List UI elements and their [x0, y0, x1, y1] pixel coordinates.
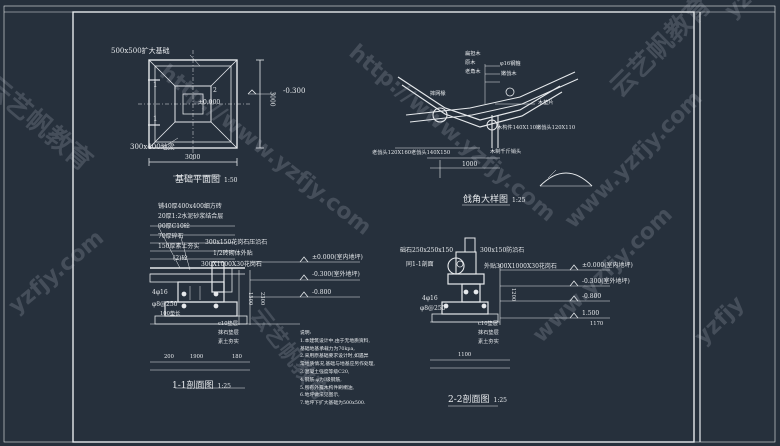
s2-coping-label: 300x150防沿石: [480, 247, 525, 254]
section-1-1: [149, 225, 360, 389]
note-line: 6.地坪做法见图示,: [300, 393, 340, 399]
plan-section-mark: 1: [153, 115, 158, 123]
s2-elev-low: -0.800: [582, 293, 602, 300]
s1-rebar: 4φ16: [152, 289, 168, 296]
plan-elev-label: -0.300: [283, 87, 306, 95]
s2-mark-label: 同1-1剖面: [406, 261, 434, 268]
s1-layer2: 抹石垫层: [218, 330, 239, 336]
foundation-plan: [138, 50, 276, 177]
detail-label: 老戗头120X160老戗头140X150: [372, 150, 451, 156]
s2-layer3: 素土夯实: [478, 339, 499, 345]
s1-layer-label: 20厚1:2水泥砂浆结合层: [158, 213, 224, 220]
note-line: 说明:: [300, 331, 312, 336]
s1-dim: 1900: [190, 354, 204, 360]
detail-label: 老角木: [465, 69, 481, 75]
s1-dim: 180: [232, 354, 242, 360]
s1-coping-label: 300x150花岗石压沿石: [205, 239, 268, 246]
s1-cladding-label: 300X1000X30花岗石: [201, 261, 262, 268]
plan-section-mark-2: 2: [213, 87, 217, 94]
detail-label: φ16钢箍: [500, 61, 521, 67]
s2-pile: c10垫层: [478, 321, 498, 327]
s1-dim: 200: [164, 354, 174, 360]
note-line: 2.采用原基础要求设计时,如遇异: [300, 354, 369, 360]
detail-label: 摔网椽: [430, 91, 446, 97]
s1-elev-in: ±0.000(室内地坪): [312, 254, 363, 261]
s2-dim: 1200: [510, 288, 517, 302]
s1-wall-label: 1/2砖砌体外贴: [213, 250, 253, 257]
s1-elev-out: -0.300(室外地坪): [312, 271, 360, 278]
plan-height-dim: 3000: [268, 91, 276, 107]
section-2-2: [430, 237, 610, 407]
s1-elev-low: -0.800: [312, 289, 332, 296]
detail-label: 木构件140X110嫩戗头120X110: [497, 125, 576, 131]
s1-dim: 2300: [259, 292, 266, 306]
s1-layer-label: 铺40厚400x400细方砖: [158, 203, 222, 210]
design-notes: 说明: 1.本建筑设计中,由于无地质资料, 基础地基承载力为70kpa, 2.采…: [300, 331, 410, 410]
note-line: 4.钢筋:φ为I级钢筋,: [300, 377, 342, 383]
s2-elev-top: 1.500: [582, 310, 600, 317]
note-line: 5.所有外露木构件刷桐油,: [300, 385, 355, 391]
s2-elev-out: -0.300(室外地坪): [582, 278, 630, 285]
s2-cap-label: 础石250x250x150: [400, 247, 454, 254]
note-line: 1.本建筑设计中,由于无地质资料,: [300, 338, 370, 344]
s2-elev-in: ±0.000(室内地坪): [582, 262, 633, 269]
detail-label: 嫩戗木: [501, 71, 517, 77]
s1-pile: c10垫层: [218, 321, 238, 327]
s1-stirrup: φ8@250: [152, 301, 178, 308]
s1-layer3: 素土夯实: [218, 339, 239, 345]
s2-dim: 1170: [590, 321, 604, 327]
plan-origin-label: ±0.000: [198, 99, 221, 106]
s2-rebar: 4φ16: [422, 295, 438, 302]
detail-label: 木制千斤销头: [490, 149, 522, 155]
s2-dim: 1100: [458, 352, 472, 358]
detail-label: 扁担木: [465, 51, 481, 57]
s2-cladding-label: 外贴300X1000X30花岗石: [484, 263, 557, 270]
s1-dim: 1500: [247, 292, 254, 306]
plan-width-dim: 3000: [185, 154, 201, 161]
note-line: 常地质情况,基础与地基应另作处理,: [300, 362, 376, 368]
note-line: 3.混凝土强度等级C20,: [300, 369, 350, 375]
s1-layer-label: 90厚C10砼: [158, 223, 190, 230]
s1-layer-label: (2)砼: [173, 255, 188, 262]
s1-layer-label: 70厚碎石: [158, 233, 184, 240]
detail-label: 原木: [465, 60, 476, 66]
note-line: 7.地坪下扩大基础为500x500.: [300, 401, 366, 407]
plan-beam-label: 300x400地梁: [130, 143, 175, 151]
s1-layer1: 100垫长: [160, 311, 181, 317]
s1-layer-label: 150厚素土夯实: [158, 243, 200, 250]
s2-layer2: 抹石垫层: [478, 330, 499, 336]
note-line: 基础地基承载力为70kpa,: [300, 346, 355, 352]
eave-detail: [395, 64, 593, 206]
s2-stirrup: φ8@250: [420, 305, 446, 312]
detail-label: 木垫片: [538, 100, 554, 106]
plan-footing-label: 500x500扩大基础: [111, 47, 170, 55]
plan-section-mark: 1: [153, 81, 158, 89]
detail-dim: 1000: [462, 161, 478, 168]
